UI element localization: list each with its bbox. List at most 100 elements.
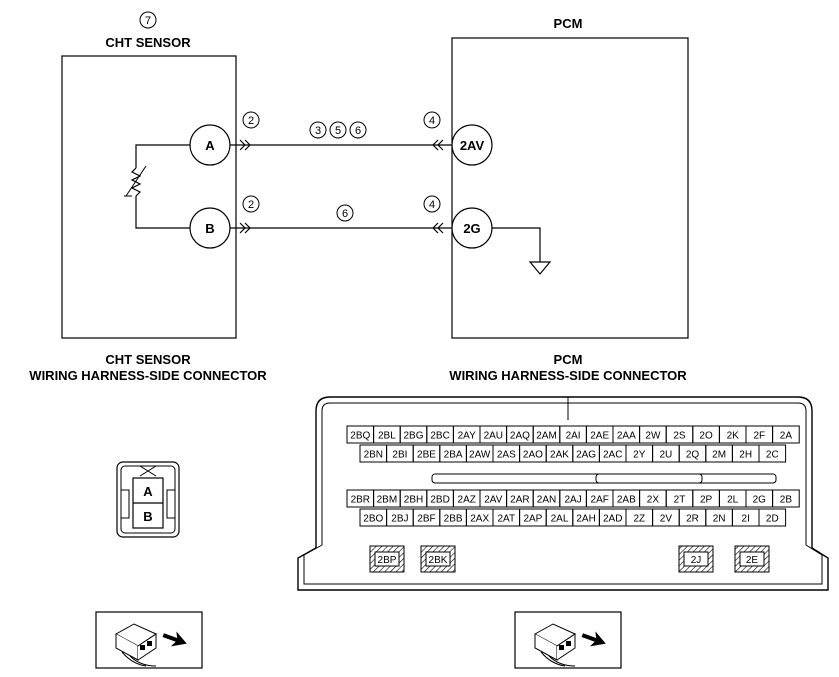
pcm-pin-label: 2BM [377,495,398,506]
pcm-pin-label: 2I [742,514,750,525]
pcm-pin-label: 2BE [417,450,436,461]
pcm-pin-label: 2BJ [391,514,408,525]
connector-view-icon [95,611,203,669]
pcm-pin-label: 2AA [617,431,636,442]
pcm-pin-cell [758,508,787,527]
cht-terminal-a-label: A [205,138,215,153]
pcm-pin-label: 2BF [417,514,435,525]
callout-circle [139,11,157,29]
pcm-pin-label: 2AJ [564,495,581,506]
pcm-pin-label: 2A [780,431,793,442]
connector-chevron [239,139,444,234]
pcm-pin-label: 2AP [523,514,542,525]
pcm-pin-label: 2BB [444,514,463,525]
callout-pcm-conn-top: 4 [429,115,435,127]
pcm-pin-label: 2Q [686,450,700,461]
pcm-pin-label: 2O [699,431,713,442]
pcm-blank-pin-label-box [739,551,765,567]
pcm-blank-pin-label-box [683,551,709,567]
pcm-pin-label: 2AK [550,450,569,461]
pcm-pin-label: 2U [660,450,673,461]
thermistor-symbol [124,144,210,229]
callout-pcm-conn-bottom: 4 [429,199,435,211]
cht-connector-pin-b: B [143,509,152,524]
pcm-pin-label: 2V [660,514,673,525]
pcm-pin-label: 2W [645,431,661,442]
pcm-pin-label: 2BD [430,495,449,506]
cht-connector-pin-a: A [143,484,153,499]
pcm-pin-label: 2X [647,495,660,506]
pcm-pin-label: 2BL [378,431,396,442]
pcm-pin-label: 2M [712,450,726,461]
pcm-pin-label: 2AS [497,450,516,461]
pcm-blank-pin-label-box [425,551,451,567]
pcm-pin-label: 2AL [551,514,569,525]
pcm-pin-label: 2BI [392,450,407,461]
pcm-pin-label: 2AB [617,495,636,506]
pcm-pin-label: 2B [780,495,793,506]
pcm-pin-label: 2F [753,431,765,442]
pcm-pin-label: 2Y [633,450,646,461]
pcm-pin-label: 2AG [576,450,596,461]
ground-symbol [492,227,552,275]
pcm-pin-label: 2AU [484,431,503,442]
pcm-connector-caption-2: WIRING HARNESS-SIDE CONNECTOR [449,368,687,383]
pcm-connector-caption-1: PCM [554,352,583,367]
pcm-pin-label: 2AQ [510,431,530,442]
pcm-pin-label: 2G [753,495,767,506]
cht-connector-caption-1: CHT SENSOR [105,352,191,367]
pcm-pin-label: 2AW [469,450,491,461]
pcm-terminal-2av-label: 2AV [460,138,485,153]
pcm-pin-label: 2BN [364,450,383,461]
pcm-blank-pin-label: 2BP [378,555,397,566]
cht-sensor-title: CHT SENSOR [105,35,191,50]
pcm-pin-label: 2AH [576,514,595,525]
pcm-pin-label: 2AC [603,450,622,461]
pcm-pin-label: 2D [766,514,779,525]
pcm-pin-label: 2L [727,495,739,506]
pcm-pin-label: 2AR [510,495,529,506]
pcm-pin-label: 2AF [591,495,609,506]
callout-sensor-conn-top: 2 [248,115,254,127]
pcm-connector-pins: 2BQ 2BL 2BG 2BC 2AY 2AU 2AQ 2AM 2AI 2AE 2AA 2W 2S 2O 2… [346,425,800,573]
pcm-pin-label: 2AO [523,450,543,461]
pcm-pin-label: 2BR [351,495,370,506]
pcm-pin-cell [758,444,787,463]
cht-connector-caption-2: WIRING HARNESS-SIDE CONNECTOR [29,368,267,383]
cht-terminal-b-label: B [205,221,214,236]
pcm-pin-label: 2BH [404,495,423,506]
pcm-pin-label: 2AY [458,431,476,442]
pcm-pin-label: 2AM [536,431,557,442]
pcm-pin-label: 2S [673,431,686,442]
pcm-pin-label: 2Z [633,514,645,525]
callout-wire-top-1: 3 [315,125,321,137]
callout-wire-bottom: 6 [342,208,348,220]
pcm-pin-label: 2T [674,495,686,506]
pcm-pin-label: 2AE [590,431,609,442]
pcm-pin-label: 2BC [430,431,449,442]
pcm-pin-label: 2AX [470,514,489,525]
pcm-pin-label: 2AZ [458,495,476,506]
cht-callout: 7 [145,15,151,27]
pcm-box [451,37,689,339]
pcm-pin-label: 2K [727,431,740,442]
pcm-pin-label: 2H [739,450,752,461]
pcm-pin-cell [772,489,800,508]
pcm-pin-label: 2C [766,450,779,461]
pcm-pin-cell [772,425,800,444]
pcm-pin-label: 2AN [537,495,556,506]
pcm-pin-label: 2BQ [350,431,370,442]
callout-wire-top-3: 6 [355,125,361,137]
pcm-pin-label: 2AT [497,514,515,525]
callout-sensor-conn-bottom: 2 [248,199,254,211]
pcm-blank-pin-label: 2BK [429,555,448,566]
pcm-pin-label: 2BG [403,431,423,442]
pcm-pin-label: 2R [686,514,699,525]
connector-view-icon [514,611,622,669]
pcm-pin-label: 2AI [566,431,581,442]
pcm-terminal-2av [451,124,493,166]
pcm-blank-pin-label-box [374,551,400,567]
callout-circles [242,111,441,222]
pcm-blank-pin-label: 2J [691,555,702,566]
